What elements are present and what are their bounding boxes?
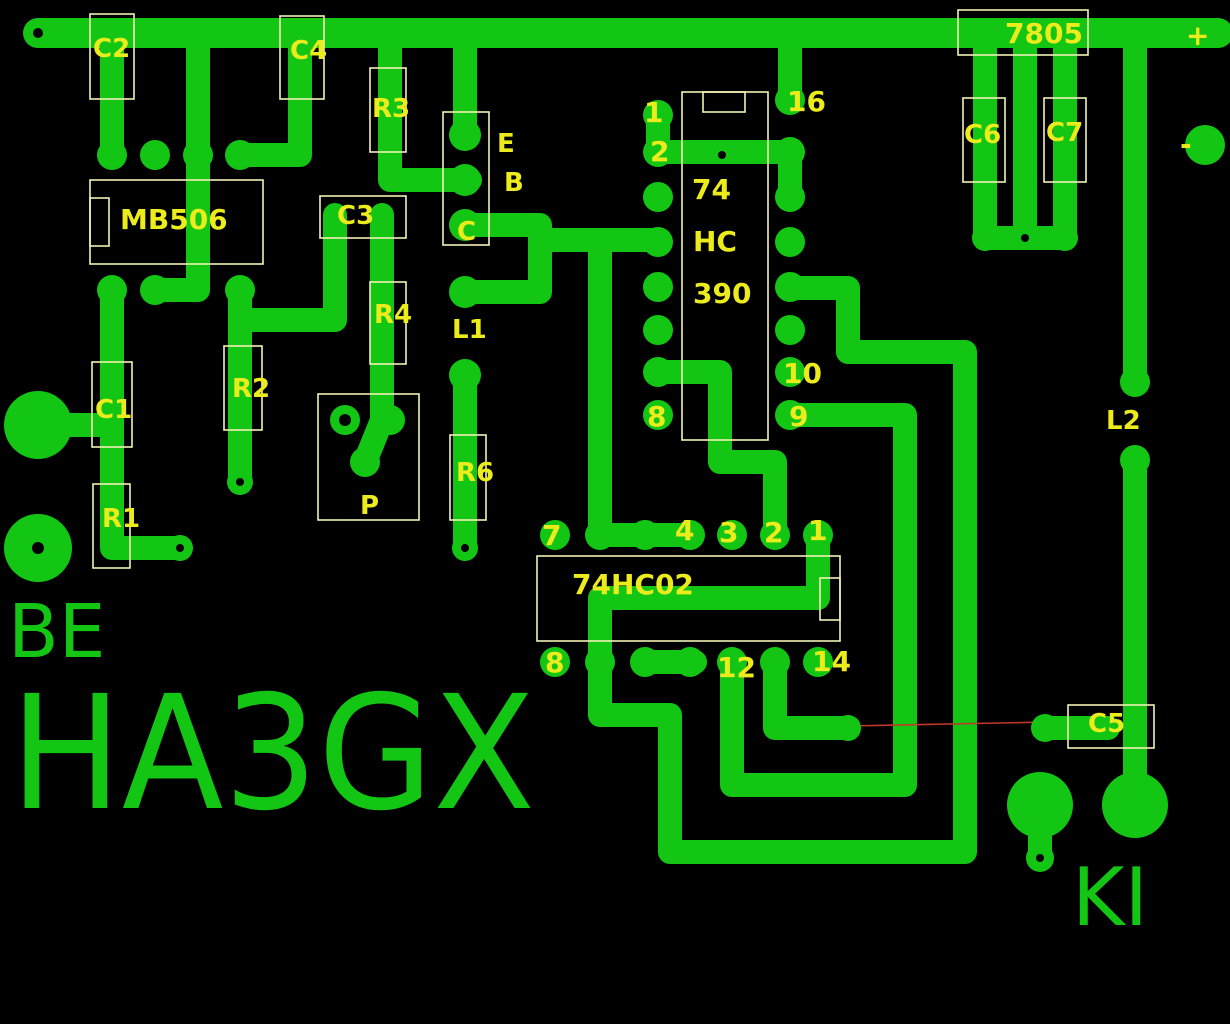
outline-c4	[279, 15, 325, 100]
pin-390-1: 1	[644, 96, 663, 129]
trace-390-to-02	[646, 360, 787, 544]
pin-02-4: 4	[675, 514, 694, 547]
trace-hc02-pin1	[588, 520, 830, 672]
pin-02-8: 8	[545, 646, 564, 679]
trace-c3	[228, 203, 347, 332]
outline-c6	[962, 97, 1006, 183]
label-r3: R3	[372, 94, 410, 124]
label-c5: C5	[1088, 709, 1125, 739]
pad-minus	[1185, 125, 1225, 165]
label-c1: C1	[95, 395, 132, 425]
outline-c3	[319, 195, 407, 239]
label-minus: -	[1180, 128, 1192, 161]
pin-02-2: 2	[764, 516, 783, 549]
component-outlines	[89, 9, 1155, 749]
label-c4: C4	[290, 36, 327, 66]
label-base: B	[504, 168, 524, 198]
label-r4: R4	[374, 300, 412, 330]
label-74hc390-line2: HC	[693, 225, 737, 258]
trace-pin9-loop	[720, 403, 917, 797]
outline-r2	[223, 345, 263, 431]
label-74hc390-line3: 390	[693, 277, 751, 310]
pin-390-16: 16	[787, 85, 826, 118]
trace-hc02-14	[763, 653, 860, 740]
label-r6: R6	[456, 458, 494, 488]
label-c3: C3	[337, 201, 374, 231]
pad-gnd-large	[4, 391, 72, 459]
pad-plus	[1206, 21, 1230, 45]
label-r1: R1	[102, 504, 140, 534]
label-7805: 7805	[1005, 17, 1083, 50]
outline-transistor	[442, 111, 490, 246]
outline-pot	[317, 393, 420, 521]
pin-02-3: 3	[719, 516, 738, 549]
outline-r4	[369, 281, 407, 365]
jumper-wire	[847, 721, 1049, 727]
outline-mb506-notch	[89, 197, 110, 247]
label-emitter: E	[497, 129, 515, 159]
text-callsign: HA3GX	[10, 662, 535, 846]
pin-390-10: 10	[783, 357, 822, 390]
label-l1: L1	[452, 315, 487, 345]
trace-c1-r1	[100, 278, 192, 560]
outline-c2	[89, 13, 135, 100]
pin-numbers: 1 2 16 10 8 9 7 4 3 2 1 8 12 14	[542, 85, 851, 684]
pin-390-8: 8	[647, 400, 666, 433]
outline-r1	[92, 483, 131, 569]
outline-7805	[957, 9, 1089, 56]
pin-390-9: 9	[789, 400, 808, 433]
pin-02-1: 1	[808, 514, 827, 547]
outline-c5	[1067, 704, 1155, 749]
outline-c1	[91, 361, 133, 448]
component-labels: C2 C4 R3 E B C MB506 C3 R4 L1 R2 C1 R1 P…	[93, 17, 1141, 739]
pin-02-14: 14	[812, 645, 851, 678]
pad-ki-left	[1007, 772, 1073, 838]
label-r2: R2	[232, 374, 270, 404]
label-74hc390-line1: 74	[692, 173, 731, 206]
trace-outer-loop	[588, 276, 977, 864]
pad-ki-right	[1102, 772, 1168, 838]
label-collector: C	[457, 217, 476, 247]
pads	[4, 18, 1230, 872]
text-ki: KI	[1072, 851, 1148, 944]
label-mb506: MB506	[120, 203, 228, 236]
label-74hc02: 74HC02	[572, 568, 694, 601]
outline-74hc390-notch	[702, 91, 746, 113]
pin-02-7: 7	[542, 519, 561, 552]
label-pot: P	[360, 491, 379, 521]
outline-c7	[1043, 97, 1087, 183]
pin-02-12: 12	[717, 651, 756, 684]
pin-390-2: 2	[650, 135, 669, 168]
label-c2: C2	[93, 34, 130, 64]
label-c6: C6	[964, 120, 1001, 150]
outline-74hc02-notch	[819, 577, 841, 621]
label-c7: C7	[1046, 118, 1083, 148]
text-be: BE	[8, 589, 106, 675]
outline-r6	[449, 434, 487, 521]
trace-l1-top	[453, 228, 552, 304]
outline-r3	[369, 67, 407, 153]
trace-c4	[228, 21, 312, 167]
label-plus: +	[1186, 19, 1209, 52]
label-l2: L2	[1106, 406, 1141, 436]
